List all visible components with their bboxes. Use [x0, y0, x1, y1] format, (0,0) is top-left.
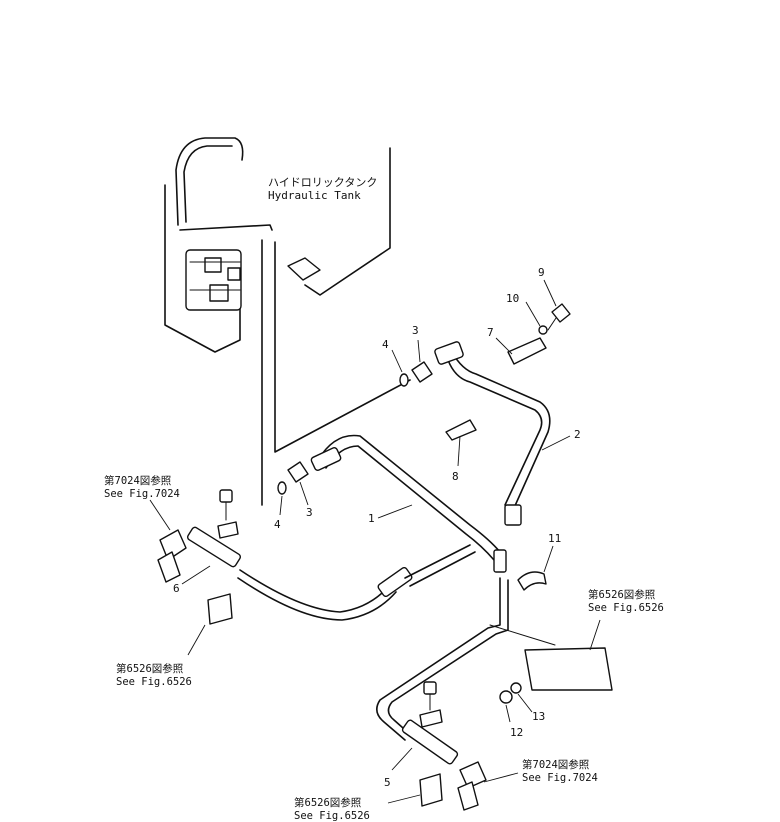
tank-label-jp: ハイドロリックタンク — [268, 176, 377, 189]
nut-12 — [499, 690, 513, 704]
reference-fig-6526-left: 第6526図参照 See Fig.6526 — [116, 662, 192, 688]
fitting-3-lower — [287, 461, 309, 483]
o-ring-4-upper — [399, 373, 409, 387]
part-number-11: 11 — [548, 532, 561, 545]
part-number-labels: 1 2 3 3 4 4 5 6 7 8 9 10 11 12 13 — [173, 266, 581, 789]
part-number-13: 13 — [532, 710, 545, 723]
clamp-7 — [507, 337, 547, 365]
reference-en: See Fig.7024 — [104, 488, 180, 500]
reference-jp: 第6526図参照 — [588, 588, 656, 601]
hose-6 — [186, 526, 476, 621]
reference-jp: 第7024図参照 — [522, 758, 590, 771]
part-number-4-lower: 4 — [274, 518, 281, 531]
hydraulic-tank — [164, 137, 411, 506]
tank-label: ハイドロリックタンク Hydraulic Tank — [268, 176, 377, 202]
reference-en: See Fig.6526 — [588, 602, 664, 614]
part-number-3-upper: 3 — [412, 324, 419, 337]
bracket-left — [207, 593, 233, 625]
part-number-7: 7 — [487, 326, 494, 339]
bracket-right — [489, 624, 613, 691]
reference-en: See Fig.6526 — [294, 810, 370, 822]
part-number-2: 2 — [574, 428, 581, 441]
pipe-2 — [434, 341, 551, 526]
hose-5 — [376, 577, 509, 765]
part-number-12: 12 — [510, 726, 523, 739]
pipe-1 — [310, 434, 507, 573]
reference-jp: 第6526図参照 — [294, 796, 362, 809]
part-number-1: 1 — [368, 512, 375, 525]
connector-left — [157, 529, 187, 583]
washer-13 — [510, 682, 522, 694]
leader-lines — [149, 279, 601, 804]
bolt-9 — [547, 303, 571, 331]
part-number-5: 5 — [384, 776, 391, 789]
bracket-lower — [419, 773, 443, 807]
o-ring-4-lower — [277, 481, 287, 495]
connector-lower — [457, 761, 487, 811]
reference-en: See Fig.7024 — [522, 772, 598, 784]
part-number-6: 6 — [173, 582, 180, 595]
part-number-3-lower: 3 — [306, 506, 313, 519]
part-number-10: 10 — [506, 292, 519, 305]
reference-fig-7024-left: 第7024図参照 See Fig.7024 — [104, 474, 180, 500]
washer-10 — [538, 325, 548, 335]
bolt-lower-mid — [419, 681, 443, 728]
fitting-3-upper — [411, 361, 433, 383]
clamp-8 — [445, 419, 477, 441]
bolt-upper-left — [217, 489, 239, 539]
reference-en: See Fig.6526 — [116, 676, 192, 688]
part-number-9: 9 — [538, 266, 545, 279]
clip-11 — [517, 571, 547, 591]
reference-fig-6526-bottom: 第6526図参照 See Fig.6526 — [294, 796, 370, 822]
tank-label-en: Hydraulic Tank — [268, 189, 361, 202]
part-number-8: 8 — [452, 470, 459, 483]
reference-fig-6526-right: 第6526図参照 See Fig.6526 — [588, 588, 664, 614]
reference-fig-7024-right: 第7024図参照 See Fig.7024 — [522, 758, 598, 784]
reference-jp: 第6526図参照 — [116, 662, 184, 675]
reference-jp: 第7024図参照 — [104, 474, 172, 487]
part-number-4-upper: 4 — [382, 338, 389, 351]
